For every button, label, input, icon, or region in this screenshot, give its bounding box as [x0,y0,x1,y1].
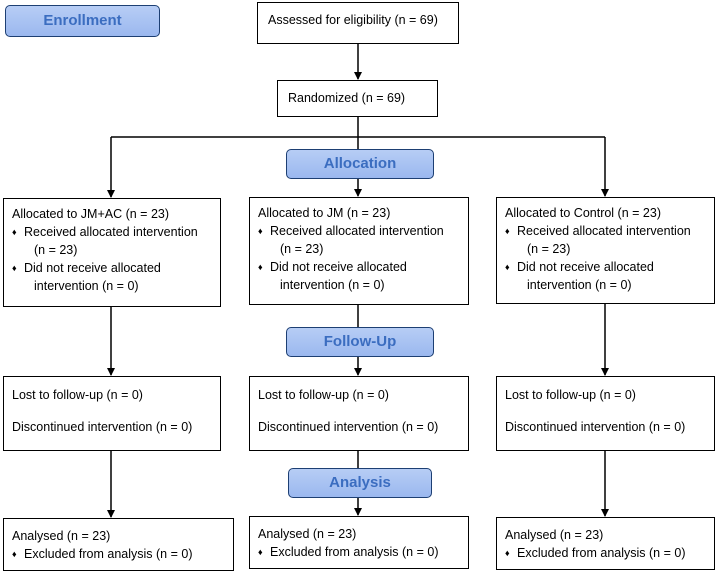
bullet-icon: ♦ [12,227,17,237]
not-received-text: Did not receive allocated [24,261,161,275]
followup-box-arm1: Lost to follow-up (n = 0) Discontinued i… [3,376,221,451]
bullet-icon: ♦ [258,547,263,557]
received-count: (n = 23) [34,243,78,257]
received-text: Received allocated intervention [24,225,198,239]
excluded-text: Excluded from analysis (n = 0) [517,546,686,560]
not-received-count: intervention (n = 0) [280,278,385,292]
lost-text: Lost to follow-up (n = 0) [505,388,636,402]
assessed-box: Assessed for eligibility (n = 69) [257,2,459,44]
allocation-box-arm1: Allocated to JM+AC (n = 23) ♦ Received al… [3,198,221,307]
randomized-box: Randomized (n = 69) [277,80,438,117]
received-count: (n = 23) [527,242,571,256]
lost-text: Lost to follow-up (n = 0) [258,388,389,402]
excluded-text: Excluded from analysis (n = 0) [24,547,193,561]
discontinued-text: Discontinued intervention (n = 0) [12,420,193,434]
bullet-icon: ♦ [505,548,510,558]
lost-text: Lost to follow-up (n = 0) [12,388,143,402]
received-text: Received allocated intervention [270,224,444,238]
analysed-text: Analysed (n = 23) [505,528,604,542]
bullet-icon: ♦ [12,549,17,559]
bullet-icon: ♦ [12,263,17,273]
allocation-box-arm3: Allocated to Control (n = 23) ♦ Received … [496,197,715,304]
assessed-text: Assessed for eligibility (n = 69) [268,13,438,27]
not-received-text: Did not receive allocated [270,260,407,274]
allocated-text: Allocated to Control (n = 23) [505,206,661,220]
bullet-icon: ♦ [505,262,510,272]
allocated-text: Allocated to JM+AC (n = 23) [12,207,170,221]
followup-box-arm2: Lost to follow-up (n = 0) Discontinued i… [249,376,469,451]
bullet-icon: ♦ [258,262,263,272]
stage-allocation: Allocation [286,149,434,179]
received-count: (n = 23) [280,242,324,256]
excluded-text: Excluded from analysis (n = 0) [270,545,439,559]
bullet-icon: ♦ [258,226,263,236]
allocation-box-arm2: Allocated to JM (n = 23) ♦ Received alloc… [249,197,469,305]
randomized-text: Randomized (n = 69) [288,91,406,105]
stage-analysis: Analysis [288,468,432,498]
stage-followup: Follow-Up [286,327,434,357]
stage-enrollment: Enrollment [5,5,160,37]
discontinued-text: Discontinued intervention (n = 0) [505,420,686,434]
not-received-count: intervention (n = 0) [34,279,139,293]
received-text: Received allocated intervention [517,224,691,238]
analysed-text: Analysed (n = 23) [12,529,111,543]
not-received-text: Did not receive allocated [517,260,654,274]
analysis-box-arm1: Analysed (n = 23) ♦ Excluded from analysi… [3,518,234,571]
analysis-box-arm3: Analysed (n = 23) ♦ Excluded from analysi… [496,517,715,570]
analysed-text: Analysed (n = 23) [258,527,357,541]
bullet-icon: ♦ [505,226,510,236]
allocated-text: Allocated to JM (n = 23) [258,206,391,220]
not-received-count: intervention (n = 0) [527,278,632,292]
discontinued-text: Discontinued intervention (n = 0) [258,420,439,434]
analysis-box-arm2: Analysed (n = 23) ♦ Excluded from analysi… [249,516,469,569]
followup-box-arm3: Lost to follow-up (n = 0) Discontinued i… [496,376,715,451]
